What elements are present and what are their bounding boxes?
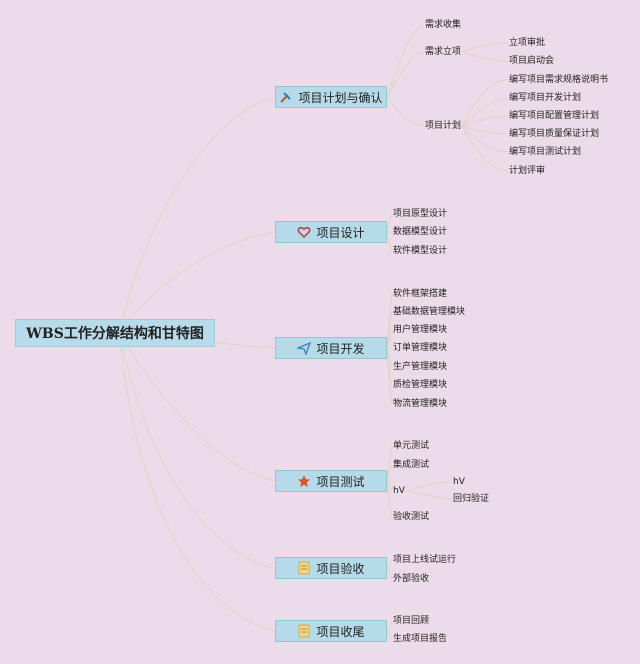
leaf-test[interactable]: 验收测试 xyxy=(393,512,430,522)
leaf-plan-sub3-child[interactable]: 编写项目开发计划 xyxy=(509,93,582,103)
leaf-test-hv-child[interactable]: 回归验证 xyxy=(453,494,490,504)
branch-label: 项目计划与确认 xyxy=(298,90,383,105)
branch-dev[interactable]: 项目开发 xyxy=(275,337,387,359)
branch-label: 项目收尾 xyxy=(316,624,365,639)
star-icon xyxy=(298,475,311,487)
leaf-dev[interactable]: 用户管理模块 xyxy=(393,325,448,335)
leaf-dev[interactable]: 物流管理模块 xyxy=(393,399,448,409)
leaf-dev[interactable]: 软件框架搭建 xyxy=(393,289,448,299)
leaf-plan-sub3-child[interactable]: 编写项目测试计划 xyxy=(509,147,582,157)
branch-close[interactable]: 项目收尾 xyxy=(275,620,387,642)
leaf-plan-sub3-child[interactable]: 编写项目质量保证计划 xyxy=(509,129,600,139)
leaf-design[interactable]: 项目原型设计 xyxy=(393,209,448,219)
leaf-plan-sub2-child[interactable]: 立项审批 xyxy=(509,38,546,48)
leaf-test-hv-child[interactable]: hV xyxy=(453,477,465,487)
branch-test[interactable]: 项目测试 xyxy=(275,470,387,492)
branch-label: 项目开发 xyxy=(316,341,365,356)
leaf-test[interactable]: 集成测试 xyxy=(393,460,430,470)
leaf-plan-sub3[interactable]: 项目计划 xyxy=(425,121,462,131)
leaf-test[interactable]: 单元测试 xyxy=(393,441,430,451)
leaf-plan-sub3-child[interactable]: 编写项目需求规格说明书 xyxy=(509,75,609,85)
branch-design[interactable]: 项目设计 xyxy=(275,221,387,243)
branch-plan[interactable]: 项目计划与确认 xyxy=(275,86,387,108)
leaf-accept[interactable]: 项目上线试运行 xyxy=(393,555,457,565)
leaf-dev[interactable]: 基础数据管理模块 xyxy=(393,307,466,317)
heart-icon xyxy=(298,227,311,239)
branch-label: 项目设计 xyxy=(316,225,365,240)
leaf-dev[interactable]: 生产管理模块 xyxy=(393,362,448,372)
leaf-design[interactable]: 数据模型设计 xyxy=(393,227,448,237)
note-icon xyxy=(298,624,310,638)
leaf-plan-sub3-child[interactable]: 编写项目配置管理计划 xyxy=(509,111,600,121)
leaf-plan-sub3-child[interactable]: 计划评审 xyxy=(509,166,546,176)
leaf-accept[interactable]: 外部验收 xyxy=(393,574,430,584)
leaf-close[interactable]: 生成项目报告 xyxy=(393,634,448,644)
leaf-plan-sub1[interactable]: 需求收集 xyxy=(425,20,462,30)
branch-label: 项目测试 xyxy=(316,474,365,489)
note-icon xyxy=(298,561,310,575)
leaf-plan-sub2-child[interactable]: 项目启动会 xyxy=(509,56,555,66)
branch-label: 项目验收 xyxy=(316,561,365,576)
leaf-dev[interactable]: 质检管理模块 xyxy=(393,380,448,390)
root-topic[interactable]: WBS工作分解结构和甘特图 xyxy=(15,319,215,347)
leaf-plan-sub2[interactable]: 需求立项 xyxy=(425,47,462,57)
branch-accept[interactable]: 项目验收 xyxy=(275,557,387,579)
leaf-test[interactable]: hV xyxy=(393,486,405,496)
tools-icon xyxy=(280,92,292,103)
leaf-dev[interactable]: 订单管理模块 xyxy=(393,343,448,353)
leaf-close[interactable]: 项目回顾 xyxy=(393,616,430,626)
leaf-design[interactable]: 软件模型设计 xyxy=(393,246,448,256)
paper-plane-icon xyxy=(297,341,312,355)
